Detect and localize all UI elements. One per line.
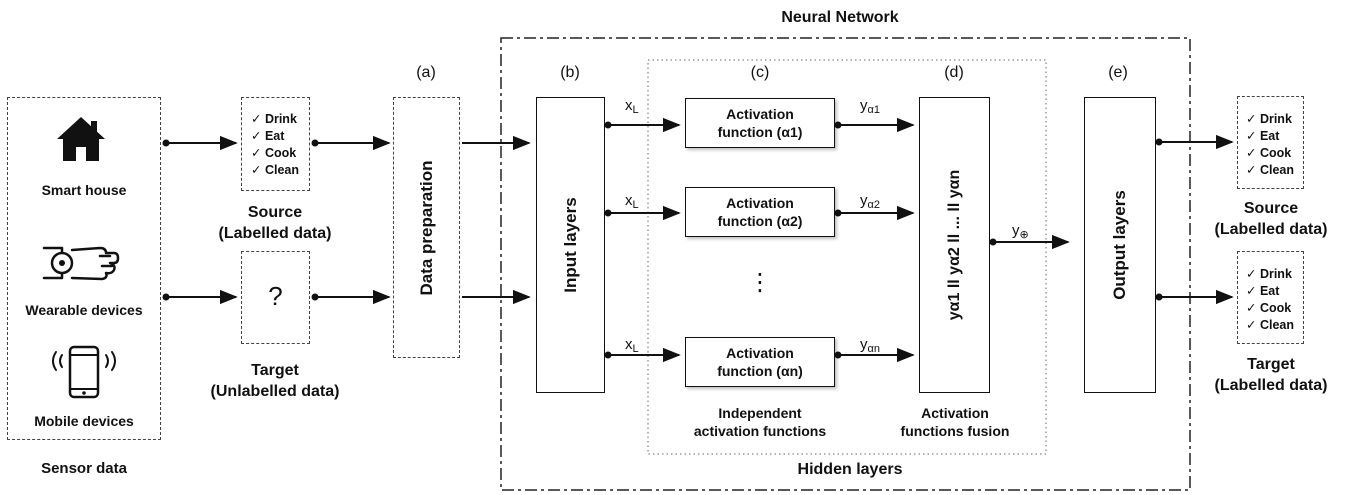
source-label-cook: ✓ Cook — [251, 146, 297, 160]
fusion-caption-line1: Activation — [921, 405, 989, 421]
sensor-data-box — [7, 97, 161, 440]
output-source-subtitle: (Labelled data) — [1214, 221, 1328, 238]
activation-ellipsis: ⋮ — [748, 269, 772, 296]
dot-source-out — [311, 139, 319, 147]
dot-target-out — [311, 293, 319, 301]
dot-input-2 — [604, 209, 612, 217]
output-source-label-drink: ✓ Drink — [1246, 112, 1292, 126]
house-icon — [57, 117, 105, 161]
source-title: Source — [247, 204, 303, 221]
activation-output-2: yα2 — [860, 192, 880, 211]
neural-network-title: Neural Network — [781, 9, 899, 26]
activation-2-line2: function (α2) — [717, 213, 803, 229]
target-subtitle: (Unlabelled data) — [210, 383, 340, 400]
hidden-layers-boundary — [647, 59, 1047, 455]
activation-2-line1: Activation — [726, 195, 794, 211]
activation-box-n: Activation function (αn) — [685, 337, 835, 387]
activation-n-line1: Activation — [726, 345, 794, 361]
source-label-eat: ✓ Eat — [251, 129, 285, 143]
dot-act2-out — [834, 209, 842, 217]
mobile-phone-icon — [52, 345, 116, 399]
wearable-devices-label: Wearable devices — [25, 302, 143, 318]
target-question-mark: ? — [268, 281, 283, 311]
output-target-subtitle: (Labelled data) — [1214, 377, 1328, 394]
output-target-title: Target — [1247, 356, 1295, 373]
input-layers-label: Input layers — [560, 197, 580, 293]
output-target-label-cook: ✓ Cook — [1246, 301, 1292, 315]
sensor-data-caption: Sensor data — [41, 460, 127, 477]
neural-network-boundary — [500, 37, 1191, 491]
activation-1-line1: Activation — [726, 106, 794, 122]
dot-act1-out — [834, 121, 842, 129]
stage-label-a: (a) — [416, 64, 436, 81]
activation-n-line2: function (αn) — [717, 363, 803, 379]
stage-label-e: (e) — [1108, 64, 1128, 81]
hidden-layers-caption: Hidden layers — [797, 461, 903, 478]
wrist-watch-icon — [42, 246, 120, 281]
input-var-1: xL — [625, 97, 639, 116]
stage-label-d: (d) — [944, 64, 964, 81]
output-target-label-drink: ✓ Drink — [1246, 267, 1292, 281]
target-box — [241, 251, 310, 344]
dot-output-source — [1155, 138, 1163, 146]
source-labels-list: ✓ Drink ✓ Eat ✓ Cook ✓ Clean — [251, 111, 299, 179]
input-layers-box: Input layers — [536, 97, 605, 393]
output-target-labels-box — [1237, 251, 1304, 344]
output-source-labels-list: ✓ Drink ✓ Eat ✓ Cook ✓ Clean — [1246, 111, 1294, 179]
mobile-devices-label: Mobile devices — [34, 413, 134, 429]
activation-box-2: Activation function (α2) — [685, 187, 835, 237]
input-var-2: xL — [625, 192, 639, 211]
stage-label-b: (b) — [560, 64, 580, 81]
dot-output-target — [1155, 293, 1163, 301]
fusion-box: yα1 ll yα2 ll ... ll yαn — [919, 97, 990, 393]
dot-actn-out — [834, 351, 842, 359]
data-preparation-box: Data preparation — [393, 97, 460, 358]
fusion-output-var: y⊕ — [1012, 222, 1029, 241]
output-layers-label: Output layers — [1110, 190, 1129, 300]
dot-fusion-out — [989, 238, 997, 246]
target-title: Target — [251, 362, 299, 379]
output-source-label-cook: ✓ Cook — [1246, 146, 1292, 160]
output-source-label-clean: ✓ Clean — [1246, 163, 1294, 177]
fusion-caption-line2: functions fusion — [900, 423, 1010, 439]
dot-sensor-source — [162, 139, 170, 147]
dot-input-1 — [604, 121, 612, 129]
source-label-clean: ✓ Clean — [251, 163, 299, 177]
source-subtitle: (Labelled data) — [218, 225, 332, 242]
output-layers-box: Output layers — [1084, 97, 1156, 393]
source-labels-box — [241, 97, 310, 191]
output-target-label-eat: ✓ Eat — [1246, 284, 1280, 298]
output-target-labels-list: ✓ Drink ✓ Eat ✓ Cook ✓ Clean — [1246, 266, 1294, 334]
dot-input-n — [604, 351, 612, 359]
smart-house-label: Smart house — [41, 182, 127, 198]
source-label-drink: ✓ Drink — [251, 112, 297, 126]
output-source-labels-box — [1237, 96, 1304, 189]
dot-sensor-target — [162, 293, 170, 301]
output-target-label-clean: ✓ Clean — [1246, 318, 1294, 332]
activation-box-1: Activation function (α1) — [685, 98, 835, 148]
activation-1-line2: function (α1) — [717, 124, 803, 140]
fusion-expression: yα1 ll yα2 ll ... ll yαn — [945, 169, 963, 321]
activation-output-1: yα1 — [860, 97, 880, 116]
activation-output-n: yαn — [860, 336, 880, 355]
input-var-n: xL — [625, 336, 639, 355]
output-source-title: Source — [1243, 200, 1299, 217]
independent-caption-line1: Independent — [718, 405, 802, 421]
output-source-label-eat: ✓ Eat — [1246, 129, 1280, 143]
stage-label-c: (c) — [750, 64, 770, 81]
independent-caption-line2: activation functions — [693, 423, 827, 439]
data-preparation-label: Data preparation — [416, 159, 436, 296]
